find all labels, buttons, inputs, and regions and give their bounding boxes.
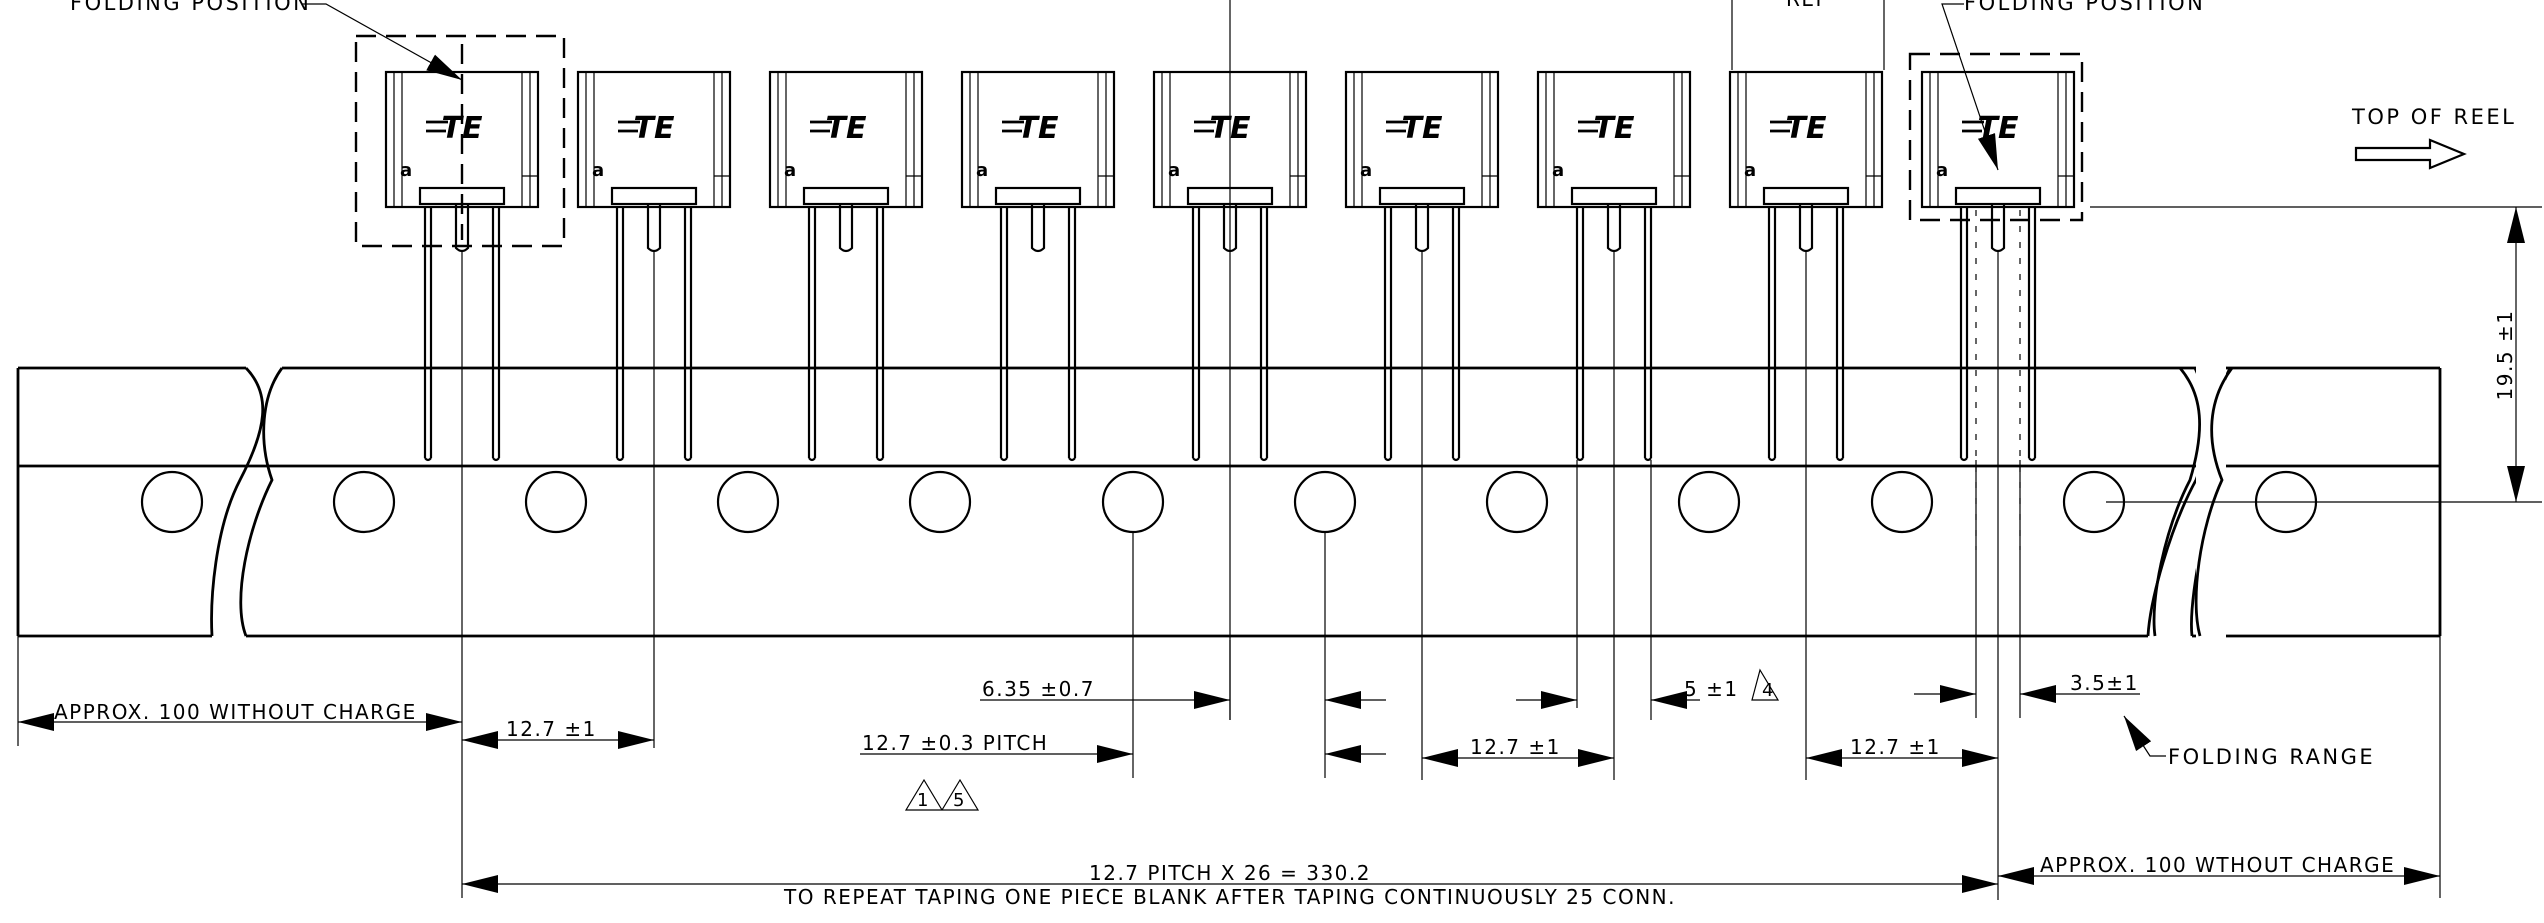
- dim-half-pitch: 6.35 ±0.7: [980, 677, 1386, 709]
- marking-label: a: [1552, 160, 1564, 181]
- folding-leader-left: [302, 3, 463, 81]
- pitch-a-label: 12.7 ±1: [506, 717, 597, 741]
- component: TE a: [1152, 70, 1308, 462]
- marking-label: a: [592, 160, 604, 181]
- folding-position-label-right: FOLDING POSITION: [1964, 0, 2205, 15]
- overall-label: 12.7 PITCH X 26 = 330.2: [1089, 861, 1371, 885]
- repeat-note: TO REPEAT TAPING ONE PIECE BLANK AFTER T…: [783, 885, 1676, 909]
- sprocket-hole: [332, 470, 396, 534]
- marking-label: a: [1168, 160, 1180, 181]
- brand-mark: TE: [634, 111, 675, 146]
- sprocket-hole: [524, 470, 588, 534]
- pitch-b-label: 12.7 ±1: [1470, 735, 1561, 759]
- folding-range-label: FOLDING RANGE: [2168, 745, 2375, 769]
- brand-mark: TE: [826, 111, 867, 146]
- marking-label: a: [1936, 160, 1948, 181]
- approx-right-label: APPROX. 100 WTHOUT CHARGE: [2040, 853, 2395, 877]
- height-dimension: 19.5 ±1: [2090, 206, 2542, 503]
- lead-spacing-label: 5 ±1: [1684, 677, 1739, 701]
- dim-fold-offset: 3.5±1: [1914, 671, 2140, 703]
- brand-mark: TE: [1402, 111, 1443, 146]
- pitch-total-label: 12.7 ±0.3 PITCH: [862, 731, 1048, 755]
- approx-left-label: APPROX. 100 WITHOUT CHARGE: [54, 700, 417, 724]
- dim-approx-right: APPROX. 100 WTHOUT CHARGE: [1998, 853, 2440, 885]
- top-of-reel-arrow: [2354, 138, 2467, 170]
- marking-label: a: [400, 160, 412, 181]
- note-1-label: 1: [917, 790, 928, 811]
- extension-lines: [17, 250, 2441, 900]
- folding-box-left: [354, 34, 566, 248]
- carrier-tape: [16, 362, 2442, 642]
- dim-approx-left: APPROX. 100 WITHOUT CHARGE: [18, 700, 462, 731]
- sprocket-hole: [1870, 470, 1934, 534]
- sprocket-hole: [1293, 470, 1357, 534]
- brand-mark: TE: [1786, 111, 1827, 146]
- folding-leader-right: [1941, 3, 1999, 171]
- component: TE a: [1728, 70, 1884, 462]
- height-label: 19.5 ±1: [2493, 310, 2517, 401]
- note-5-label: 5: [953, 790, 964, 811]
- dim-pitch-c: 12.7 ±1: [1806, 735, 1998, 767]
- folding-position-label-left: FOLDING POSITION: [70, 0, 311, 15]
- sprocket-hole: [1677, 470, 1741, 534]
- top-of-reel-label: TOP OF REEL: [2351, 105, 2516, 129]
- note-triangle-4: [1751, 668, 1780, 701]
- sprocket-hole: [716, 470, 780, 534]
- dim-pitch-total: 12.7 ±0.3 PITCH 1 5: [860, 731, 1386, 811]
- brand-mark: TE: [1594, 111, 1635, 146]
- dim-pitch-b: 12.7 ±1: [1422, 735, 1614, 767]
- sprocket-hole: [1485, 470, 1549, 534]
- marking-label: a: [976, 160, 988, 181]
- dim-overall: 12.7 PITCH X 26 = 330.2 TO REPEAT TAPING…: [462, 861, 1998, 909]
- dim-lead-spacing: 5 ±1 4: [1516, 668, 1780, 709]
- note-triangles-1-5: [904, 778, 980, 811]
- brand-mark: TE: [1018, 111, 1059, 146]
- half-pitch-label: 6.35 ±0.7: [982, 677, 1095, 701]
- ref-label: REF: [1786, 0, 1829, 11]
- component: TE a: [576, 70, 732, 462]
- folding-range-callout: FOLDING RANGE: [2123, 715, 2375, 769]
- sprocket-holes: [140, 470, 2318, 534]
- note-4-label: 4: [1762, 680, 1773, 701]
- fold-offset-label: 3.5±1: [2070, 671, 2139, 695]
- component: TE a: [960, 70, 1116, 462]
- sprocket-hole: [908, 470, 972, 534]
- sprocket-hole: [1101, 470, 1165, 534]
- ref-extension: [1731, 0, 1885, 70]
- marking-label: a: [1360, 160, 1372, 181]
- folding-box-right: [1908, 52, 2084, 222]
- component: TE a: [768, 70, 924, 462]
- pitch-c-label: 12.7 ±1: [1850, 735, 1941, 759]
- marking-label: a: [784, 160, 796, 181]
- component: TE a: [1344, 70, 1500, 462]
- marking-label: a: [1744, 160, 1756, 181]
- sprocket-hole: [140, 470, 204, 534]
- dim-pitch-a: 12.7 ±1: [462, 717, 654, 749]
